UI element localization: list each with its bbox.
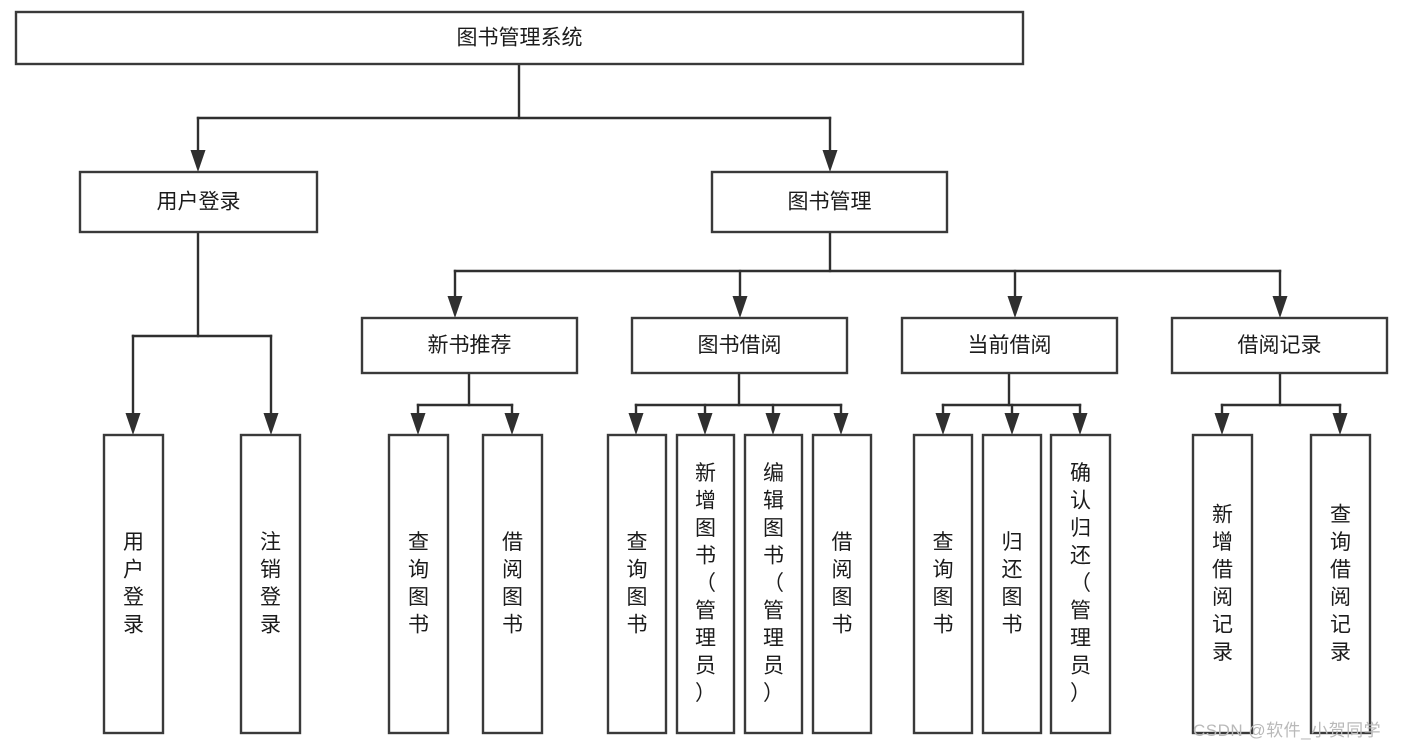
node-label-leaf-user-login: 用户登录 [123,530,144,636]
node-box-leaf-query-book-rec[interactable] [387,433,450,735]
node-leaf-user-login[interactable]: 用户登录 [102,433,165,735]
node-leaf-edit-book[interactable]: 编辑图书（管理员） [743,433,804,735]
node-label-leaf-logout: 注销登录 [260,530,281,636]
node-label-borrow-record: 借阅记录 [1238,334,1322,357]
node-box-leaf-query-record[interactable] [1309,433,1372,735]
connector-group-root [190,62,838,172]
node-leaf-query-book-rec[interactable]: 查询图书 [387,433,450,735]
node-label-leaf-add-book: 新增图书（管理员） [695,462,716,705]
node-box-new-book-rec[interactable] [360,316,579,375]
node-leaf-query-book-borrow[interactable]: 查询图书 [606,433,668,735]
node-label-user-login: 用户登录 [157,191,241,214]
arrow-head-icon [1072,413,1088,435]
connector-group-book-manage [447,230,1288,318]
arrow-head-icon [1007,296,1023,318]
arrow-head-icon [833,413,849,435]
node-box-book-manage[interactable] [710,170,949,234]
arrow-head-icon [628,413,644,435]
node-label-leaf-add-record: 新增借阅记录 [1212,503,1233,664]
arrow-head-icon [504,413,520,435]
node-book-borrow[interactable]: 图书借阅 [630,316,849,375]
node-current-borrow[interactable]: 当前借阅 [900,316,1119,375]
arrow-head-icon [1214,413,1230,435]
node-leaf-query-book-cur[interactable]: 查询图书 [912,433,974,735]
node-book-manage[interactable]: 图书管理 [710,170,949,234]
node-label-leaf-query-book-borrow: 查询图书 [627,530,648,636]
node-box-book-borrow[interactable] [630,316,849,375]
connector-group-new-book-rec [410,371,520,435]
node-box-leaf-query-book-cur[interactable] [912,433,974,735]
node-label-leaf-edit-book: 编辑图书（管理员） [763,462,784,705]
arrow-head-icon [732,296,748,318]
node-box-borrow-record[interactable] [1170,316,1389,375]
node-borrow-record[interactable]: 借阅记录 [1170,316,1389,375]
arrow-head-icon [697,413,713,435]
node-label-leaf-query-book-cur: 查询图书 [933,530,954,636]
node-label-current-borrow: 当前借阅 [968,334,1052,357]
connector-layer [125,62,1348,435]
arrow-head-icon [1272,296,1288,318]
node-box-user-login[interactable] [78,170,319,234]
node-label-leaf-return-book: 归还图书 [1002,530,1023,636]
arrow-head-icon [410,413,426,435]
arrow-head-icon [190,150,206,172]
connector-group-user-login [125,230,279,435]
node-box-leaf-borrow-book-rec[interactable] [481,433,544,735]
node-leaf-borrow-book-rec[interactable]: 借阅图书 [481,433,544,735]
node-new-book-rec[interactable]: 新书推荐 [360,316,579,375]
arrow-head-icon [1004,413,1020,435]
node-label-root: 图书管理系统 [457,27,583,50]
node-leaf-return-book[interactable]: 归还图书 [981,433,1043,735]
node-label-leaf-query-record: 查询借阅记录 [1330,503,1351,664]
node-leaf-borrow-book[interactable]: 借阅图书 [811,433,873,735]
arrow-head-icon [447,296,463,318]
node-box-leaf-logout[interactable] [239,433,302,735]
node-label-book-borrow: 图书借阅 [698,334,782,357]
node-label-new-book-rec: 新书推荐 [428,334,512,357]
node-box-root[interactable] [14,10,1025,66]
node-label-leaf-borrow-book: 借阅图书 [832,530,853,636]
node-label-leaf-borrow-book-rec: 借阅图书 [502,530,523,636]
node-leaf-add-record[interactable]: 新增借阅记录 [1191,433,1254,735]
node-leaf-confirm-return[interactable]: 确认归还（管理员） [1049,433,1112,735]
node-box-leaf-edit-book[interactable] [743,433,804,735]
node-leaf-logout[interactable]: 注销登录 [239,433,302,735]
node-box-leaf-add-book[interactable] [675,433,736,735]
node-box-current-borrow[interactable] [900,316,1119,375]
node-box-leaf-borrow-book[interactable] [811,433,873,735]
connector-group-current-borrow [935,371,1088,435]
node-box-leaf-user-login[interactable] [102,433,165,735]
node-box-leaf-return-book[interactable] [981,433,1043,735]
arrow-head-icon [1332,413,1348,435]
node-box-leaf-add-record[interactable] [1191,433,1254,735]
arrow-head-icon [125,413,141,435]
node-box-leaf-query-book-borrow[interactable] [606,433,668,735]
node-label-book-manage: 图书管理 [788,191,872,214]
node-box-leaf-confirm-return[interactable] [1049,433,1112,735]
connector-group-book-borrow [628,371,849,435]
arrow-head-icon [263,413,279,435]
node-root[interactable]: 图书管理系统 [14,10,1025,66]
connector-group-borrow-record [1214,371,1348,435]
node-label-leaf-query-book-rec: 查询图书 [408,530,429,636]
node-leaf-query-record[interactable]: 查询借阅记录 [1309,433,1372,735]
arrow-head-icon [935,413,951,435]
node-layer: 图书管理系统用户登录图书管理新书推荐图书借阅当前借阅借阅记录用户登录注销登录查询… [14,10,1389,735]
node-label-leaf-confirm-return: 确认归还（管理员） [1070,462,1091,705]
arrow-head-icon [822,150,838,172]
node-leaf-add-book[interactable]: 新增图书（管理员） [675,433,736,735]
arrow-head-icon [765,413,781,435]
node-user-login[interactable]: 用户登录 [78,170,319,234]
